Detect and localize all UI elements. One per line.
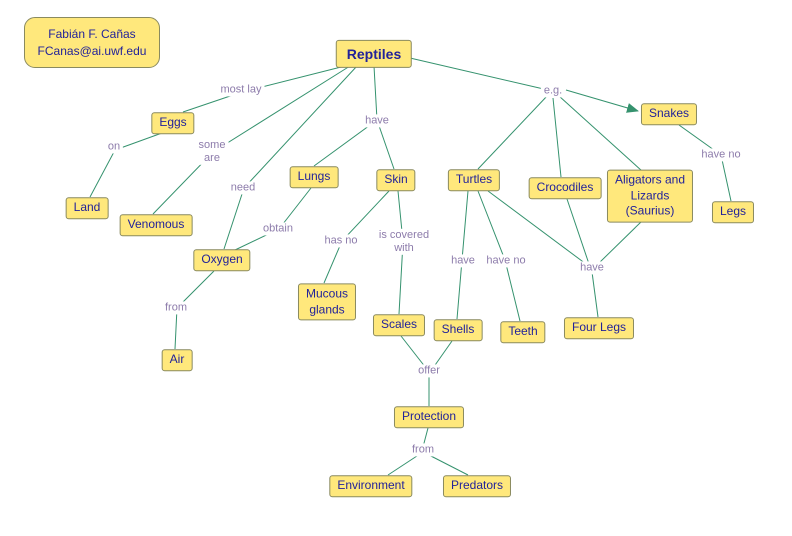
link-label-have-3[interactable]: have — [577, 261, 607, 275]
node-land[interactable]: Land — [65, 197, 109, 219]
edge-crocodiles-have3 — [566, 198, 590, 265]
node-eggs[interactable]: Eggs — [151, 112, 195, 134]
link-label-from-protection[interactable]: from — [409, 443, 437, 457]
node-shells[interactable]: Shells — [433, 319, 483, 341]
edge-turtles-have3 — [487, 190, 587, 265]
node-snakes[interactable]: Snakes — [640, 103, 698, 125]
edge-aligators-have3 — [597, 220, 643, 265]
author-box[interactable]: Fabián F. Cañas FCanas@ai.uwf.edu — [24, 17, 160, 68]
node-skin[interactable]: Skin — [376, 169, 416, 191]
node-venomous[interactable]: Venomous — [119, 214, 193, 236]
edge-eg-turtles — [477, 94, 549, 170]
node-lungs[interactable]: Lungs — [289, 166, 339, 188]
node-mucous-glands[interactable]: Mucous glands — [297, 283, 357, 321]
node-reptiles[interactable]: Reptiles — [335, 39, 413, 69]
node-turtles[interactable]: Turtles — [447, 169, 501, 191]
node-crocodiles[interactable]: Crocodiles — [528, 177, 602, 199]
link-label-have-2[interactable]: have — [448, 254, 478, 268]
node-air[interactable]: Air — [161, 349, 193, 371]
edge-lungs-obtain-oxygen — [234, 187, 312, 251]
edge-from-environment — [387, 453, 421, 476]
link-label-is-covered-with[interactable]: is covered with — [375, 228, 433, 256]
node-scales[interactable]: Scales — [372, 314, 426, 336]
node-aligators[interactable]: Aligators and Lizards (Saurius) — [606, 169, 694, 223]
edge-eggs-on-land — [89, 132, 163, 198]
edge-reptiles-eg — [409, 57, 549, 91]
link-label-offer[interactable]: offer — [415, 364, 443, 378]
edge-have3-fourlegs — [591, 271, 599, 318]
link-label-has-no[interactable]: has no — [321, 234, 361, 248]
node-teeth[interactable]: Teeth — [500, 321, 546, 343]
author-email: FCanas@ai.uwf.edu — [37, 43, 147, 58]
node-protection[interactable]: Protection — [393, 406, 465, 428]
node-environment[interactable]: Environment — [329, 475, 413, 497]
link-label-need[interactable]: need — [227, 181, 259, 195]
edge-shells-offer — [432, 340, 453, 369]
node-oxygen[interactable]: Oxygen — [193, 249, 251, 271]
node-legs[interactable]: Legs — [711, 201, 755, 223]
link-label-on[interactable]: on — [104, 140, 124, 154]
author-name: Fabián F. Cañas — [48, 27, 136, 42]
edge-eg-snakes — [565, 89, 639, 113]
edge-eg-aligators — [558, 95, 643, 172]
link-label-eg[interactable]: e.g. — [540, 84, 566, 98]
link-label-most-lay[interactable]: most lay — [217, 83, 265, 97]
node-four-legs[interactable]: Four Legs — [563, 317, 635, 339]
edge-have-skin — [376, 119, 395, 170]
edge-scales-offer — [400, 335, 427, 369]
edge-from-predators — [426, 453, 469, 476]
edge-eg-crocodiles — [552, 97, 562, 178]
link-label-have-1[interactable]: have — [362, 114, 392, 128]
link-label-from-air[interactable]: from — [162, 301, 190, 315]
link-label-obtain[interactable]: obtain — [260, 222, 296, 236]
link-label-some-are[interactable]: some are — [195, 138, 229, 166]
link-label-have-no-teeth[interactable]: have no — [483, 254, 529, 268]
node-predators[interactable]: Predators — [442, 475, 512, 497]
link-label-have-no-legs[interactable]: have no — [698, 148, 744, 162]
